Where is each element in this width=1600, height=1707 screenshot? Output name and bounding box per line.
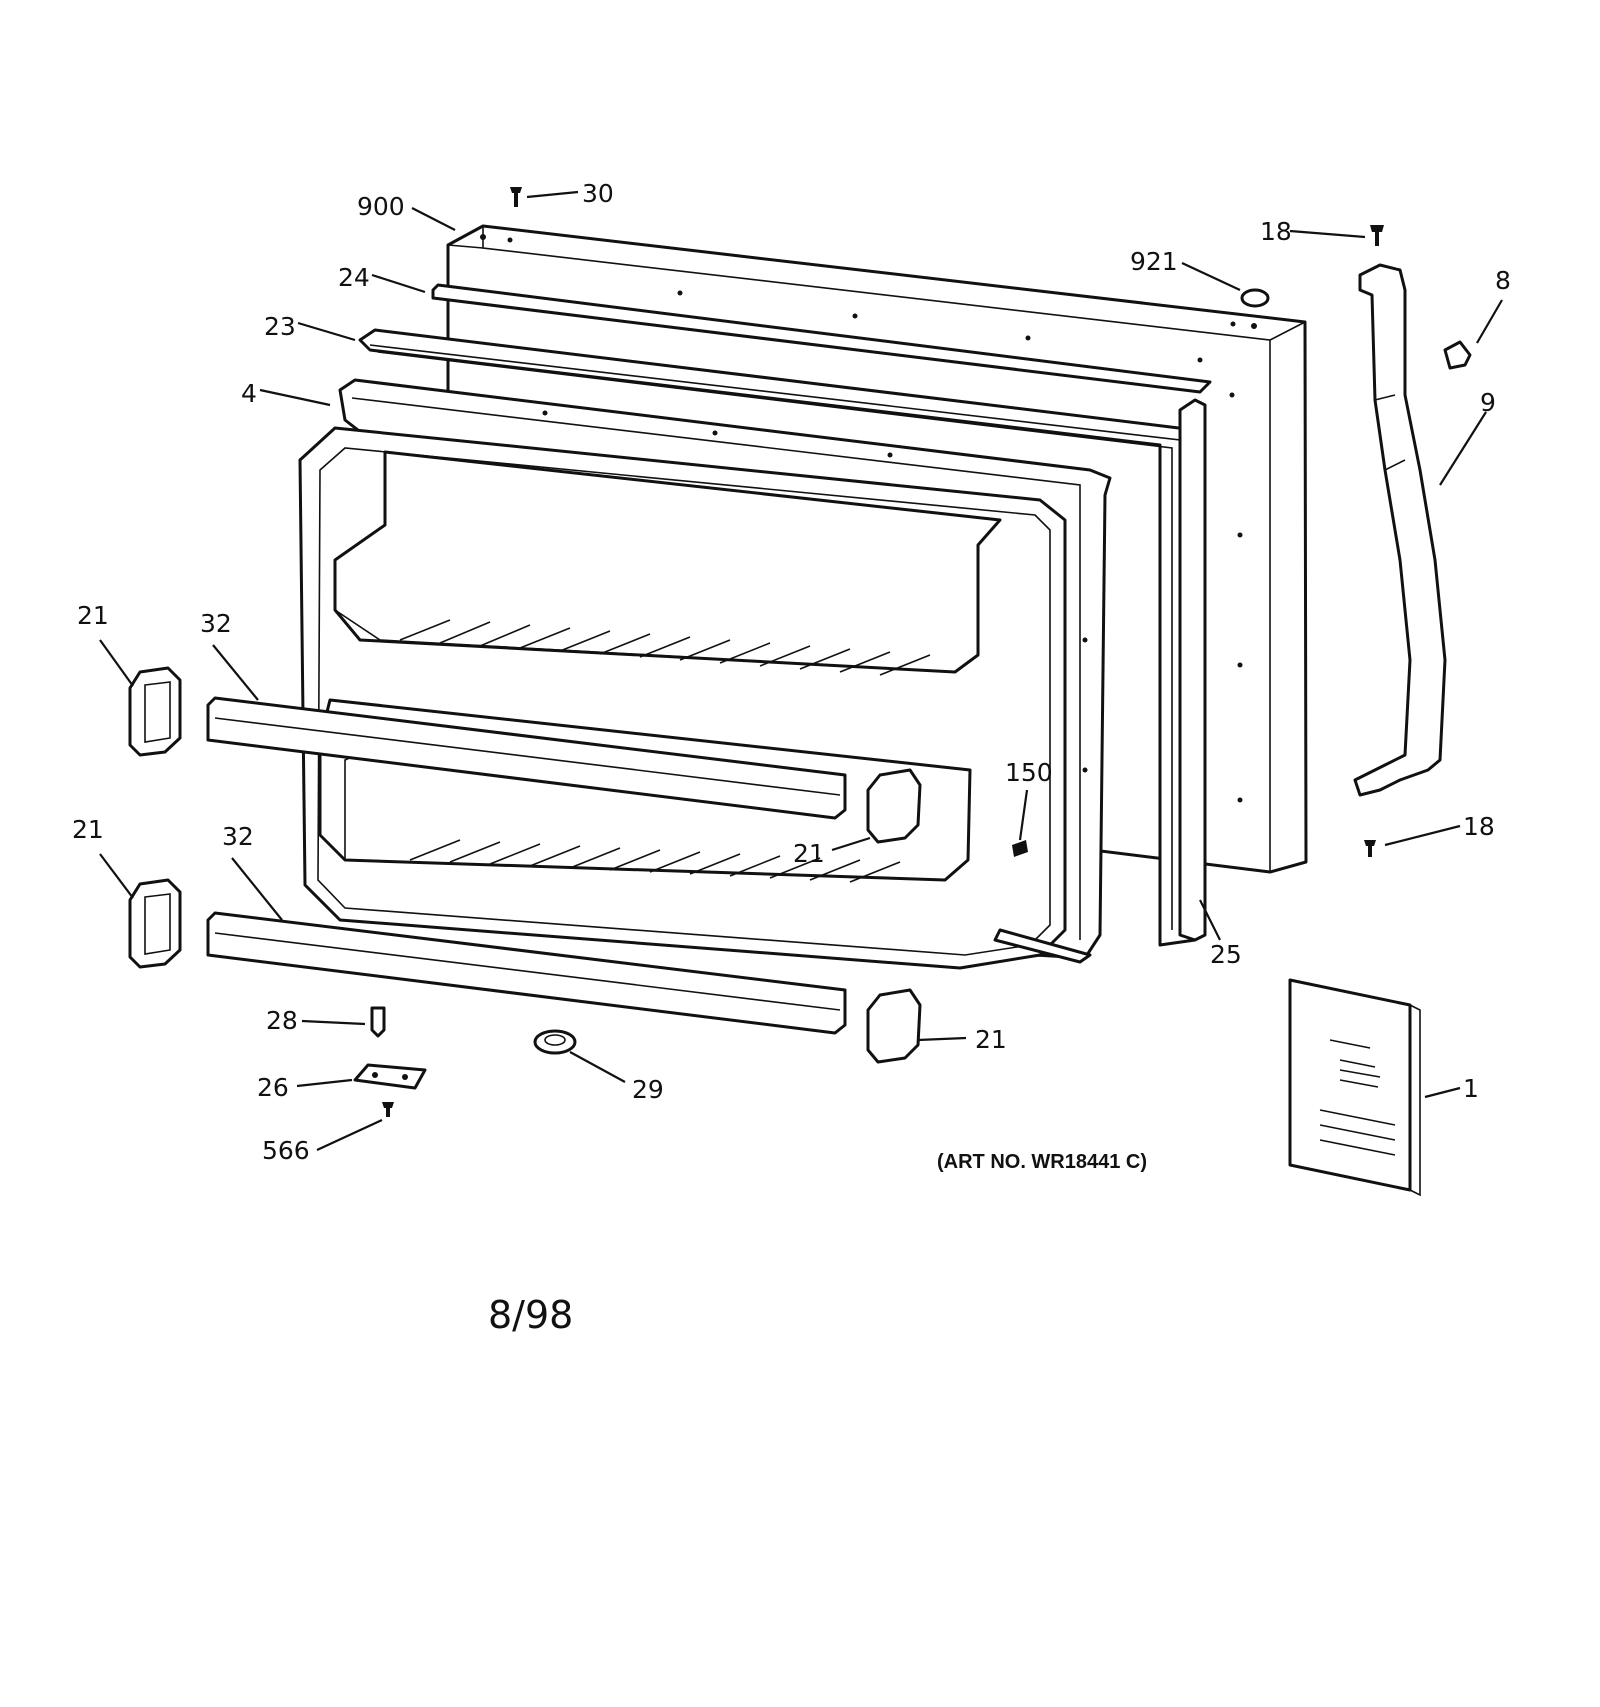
door-handle-9 xyxy=(1353,263,1447,797)
owners-manual-1 xyxy=(1288,978,1421,1197)
part-labels: 900 30 24 23 4 921 18 8 9 21 32 21 32 15… xyxy=(72,179,1511,1165)
label-24: 24 xyxy=(338,263,370,292)
label-566: 566 xyxy=(262,1136,310,1165)
end-cap-upper-right xyxy=(866,768,922,844)
label-28: 28 xyxy=(266,1006,298,1035)
date-code: 8/98 xyxy=(488,1293,573,1337)
leader-lines xyxy=(99,190,1503,1151)
bracket-26 xyxy=(353,1063,427,1090)
screw-30 xyxy=(510,187,522,207)
handle-clip-8 xyxy=(1443,340,1472,370)
end-cap-lower-left xyxy=(128,878,182,969)
label-32-lower: 32 xyxy=(222,822,254,851)
label-21-lower-left: 21 xyxy=(72,815,104,844)
label-23: 23 xyxy=(264,312,296,341)
art-number: (ART NO. WR18441 C) xyxy=(937,1151,1147,1173)
label-150: 150 xyxy=(1005,758,1053,787)
shelf-rail-upper xyxy=(206,696,847,820)
shelf-rail-lower xyxy=(206,911,847,1035)
end-cap-upper-left xyxy=(128,666,182,757)
label-21-lower-right: 21 xyxy=(975,1025,1007,1054)
label-25: 25 xyxy=(1210,940,1242,969)
label-26: 26 xyxy=(257,1073,289,1102)
screw-18-bottom xyxy=(1364,840,1376,857)
label-1: 1 xyxy=(1463,1074,1479,1103)
door-stop-25 xyxy=(1178,398,1207,942)
label-9: 9 xyxy=(1480,388,1496,417)
door-frame-24 xyxy=(431,283,1212,394)
label-21-upper-left: 21 xyxy=(77,601,109,630)
label-900: 900 xyxy=(357,192,405,221)
label-32-upper: 32 xyxy=(200,609,232,638)
end-cap-lower-right xyxy=(866,988,922,1064)
plug-921 xyxy=(1240,288,1270,308)
label-8: 8 xyxy=(1495,266,1511,295)
door-inner-liner xyxy=(298,426,1092,970)
label-29: 29 xyxy=(632,1075,664,1104)
screw-18-top xyxy=(1370,225,1384,246)
label-921: 921 xyxy=(1130,247,1178,276)
screw-566 xyxy=(382,1102,394,1117)
label-21-upper-right: 21 xyxy=(793,839,825,868)
label-18-bottom: 18 xyxy=(1463,812,1495,841)
label-30: 30 xyxy=(582,179,614,208)
plug-29 xyxy=(533,1029,577,1055)
screw-150 xyxy=(1012,840,1028,857)
screw-28 xyxy=(370,1006,386,1038)
label-18-top: 18 xyxy=(1260,217,1292,246)
label-4: 4 xyxy=(241,379,257,408)
